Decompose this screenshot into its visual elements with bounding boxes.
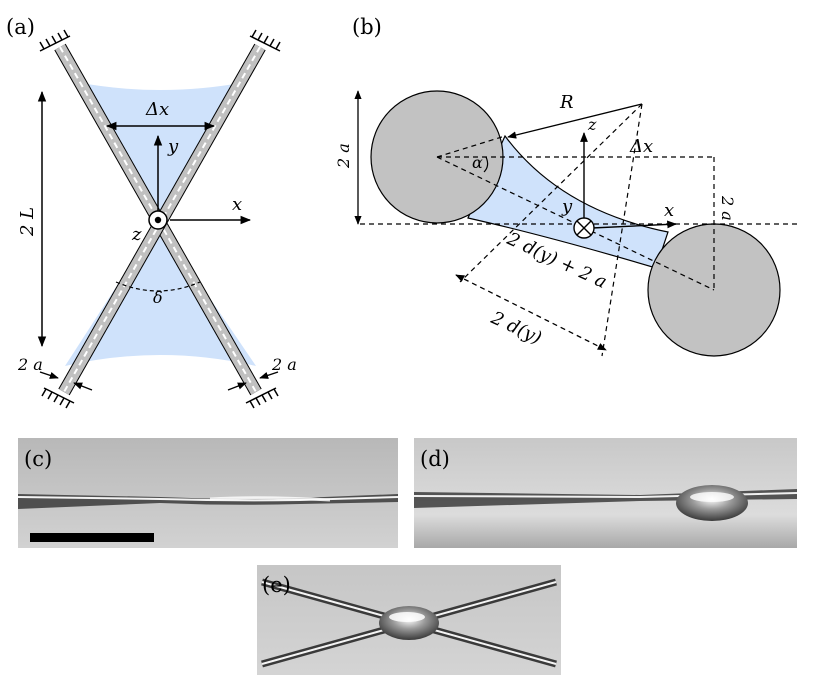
x-axis-b [591,220,677,229]
panel-e-label: (e) [262,573,291,597]
panel-b-label: (b) [352,15,382,39]
alpha-label: α [472,153,483,172]
two-a-right-arrow [259,371,279,379]
x-axis-label-b: x [664,200,674,221]
clamp-top-left [39,29,71,52]
clamp-bottom-right [245,387,279,409]
y-axis-label-b: y [561,196,573,217]
r-line [507,103,643,139]
two-a-right-label: 2 a [271,355,297,374]
two-a-right-label-b: 2 a [718,195,737,221]
panel-d-photo: (d) [413,438,798,548]
two-a-left-label: 2 a [17,355,43,374]
two-a-left-arrow [39,371,59,379]
panel-c-photo: (c) [17,438,399,548]
dx-label: Δx [145,99,169,120]
droplet-e [379,606,439,640]
dx-label-b: Δx [629,136,653,157]
delta-label: δ [153,288,163,307]
alpha-angle-arc [483,156,489,173]
panel-a-label: (a) [6,15,35,39]
panel-b: (b) R 2 a 2 a Δx α z [334,15,800,357]
panel-c-label: (c) [24,447,52,471]
two-a-left-arrow-2 [73,382,93,391]
droplet-d [676,485,748,521]
liquid-region-bottom [65,222,256,366]
panel-d-label: (d) [420,447,450,471]
two-d-label: 2 d(y) [487,307,545,349]
delta-angle-arc [115,281,201,292]
clamp-top-right [249,29,281,52]
y-axis-label: y [167,136,179,157]
r-label: R [559,92,574,113]
panel-a: (a) [6,15,297,409]
panel-e-photo: (e) [257,565,561,675]
liquid-region-top [76,82,246,218]
scale-bar [30,533,154,542]
two-l-label: 2 L [17,207,38,237]
z-axis-label: z [131,224,142,245]
x-axis-label: x [232,194,242,215]
z-axis-dot-icon [154,216,162,224]
z-axis-label-b: z [587,115,597,134]
cross-stroke-2 [576,220,592,236]
clamp-bottom-left [41,387,75,409]
two-a-left-label-b: 2 a [334,143,353,169]
two-d-arrow [455,274,607,351]
two-a-right-arrow-2 [227,382,247,391]
